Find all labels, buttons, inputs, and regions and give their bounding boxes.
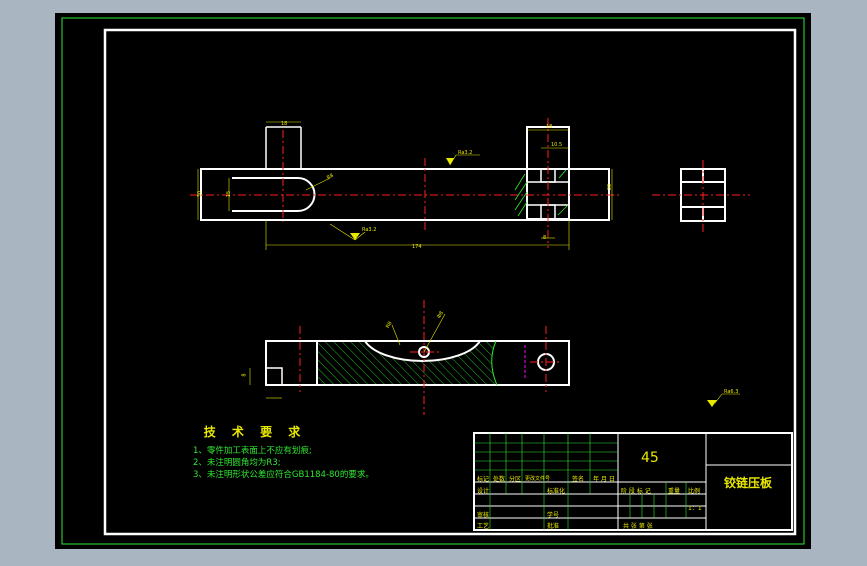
- tb-count: 处数: [493, 476, 506, 483]
- section-outline: [265, 340, 570, 386]
- tb-weight: 重量: [668, 488, 681, 495]
- tb-scale: 1：1: [688, 505, 702, 512]
- title-block: [473, 432, 793, 531]
- tb-stage-marks: 阶 段 标 记: [621, 488, 651, 495]
- dim-right-inner: 10.5: [551, 142, 563, 148]
- tb-total-sheets: 共 张 第 张: [623, 523, 653, 530]
- section-hatch: [317, 341, 497, 385]
- tb-standardize: 标准化: [547, 488, 566, 495]
- tech-requirement-2: 2、未注明圆角均为R3;: [193, 458, 281, 468]
- drawing-paper: [55, 13, 811, 549]
- section-centerlines: [299, 300, 562, 415]
- roughness-symbols: [350, 158, 717, 407]
- drawing-title: 铰链压板: [724, 476, 773, 490]
- top-view-dimensions: [197, 121, 613, 250]
- tech-requirement-3: 3、未注明形状公差应符合GB1184-80的要求。: [193, 470, 374, 480]
- roughness-general: Ra6.3: [724, 389, 739, 395]
- tb-signature: 签名: [572, 476, 585, 483]
- tb-review: 审核: [477, 512, 490, 519]
- side-view-centerlines: [652, 160, 750, 232]
- tb-ratio: 比例: [688, 488, 701, 495]
- section-view: [265, 340, 570, 386]
- top-view-centerlines: [190, 118, 620, 248]
- tb-zone: 分区: [509, 476, 522, 483]
- title-block-grid: [474, 433, 687, 530]
- dim-overall-length: 174: [412, 244, 422, 250]
- tb-date: 年 月 日: [593, 476, 615, 483]
- roughness-bottom: Ra3.2: [362, 227, 377, 233]
- dim-right-height: 30: [607, 183, 614, 191]
- dim-bottom-right: 8: [543, 235, 547, 241]
- dim-top-right: 18: [546, 124, 553, 130]
- tb-student-id: 学号: [547, 512, 560, 519]
- tb-process: 工艺: [477, 523, 490, 530]
- dim-left-height: 30: [197, 190, 204, 198]
- dim-left-slot: 15: [226, 190, 233, 198]
- tb-change-doc: 更改文件号: [525, 476, 551, 482]
- dim-top-left: 18: [281, 121, 288, 127]
- tb-design: 设计: [477, 488, 490, 495]
- outer-green-frame: [61, 17, 805, 545]
- top-view-hatch: [514, 169, 569, 217]
- dim-bottom-left: 8: [241, 373, 248, 377]
- material-label: 45: [641, 450, 659, 466]
- section-dimensions: [249, 313, 740, 404]
- tb-mark: 标记: [477, 476, 490, 483]
- inner-white-frame: [103, 28, 797, 536]
- roughness-top: Ra3.2: [458, 150, 473, 156]
- tech-requirements-title: 技 术 要 求: [203, 425, 307, 439]
- tb-approve: 批准: [547, 523, 560, 530]
- tech-requirement-1: 1、零件加工表面上不应有划痕;: [193, 446, 312, 456]
